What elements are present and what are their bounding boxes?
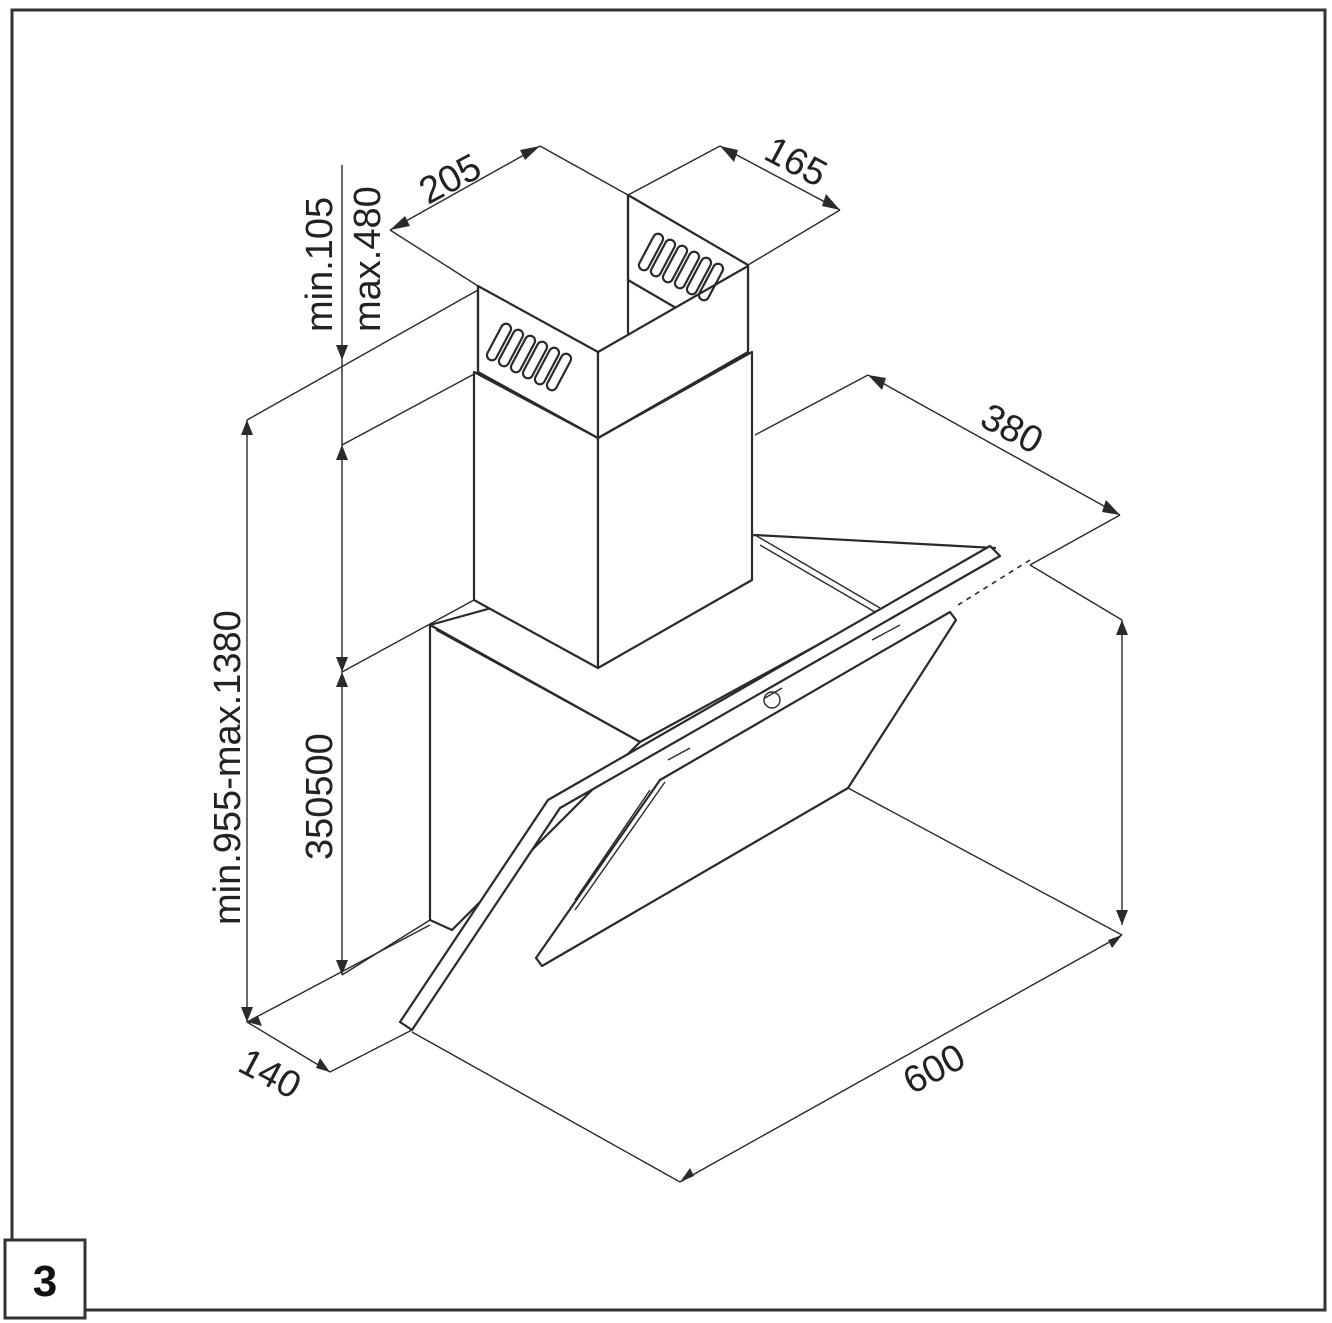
dim-chimney-depth: 165 — [758, 129, 834, 196]
vent-slots-right — [637, 232, 725, 302]
dim-chimney-top-max: max.480 — [347, 186, 389, 332]
range-hood-illustration — [398, 193, 1031, 1032]
dim-chimney-width: 205 — [413, 146, 489, 213]
dimension-lines — [241, 145, 1128, 1183]
dim-hood-width: 600 — [897, 1036, 973, 1103]
vent-slots-left — [485, 322, 573, 392]
dim-total-height: min.955-max.1380 — [207, 610, 249, 925]
dim-hood-depth: 380 — [974, 396, 1050, 463]
figure-number-badge: 3 — [3, 1238, 87, 1320]
dim-chimney-lower: 350500 — [299, 733, 341, 860]
control-knob-icon — [763, 691, 781, 709]
dim-chimney-top-min: min.105 — [299, 197, 341, 332]
figure-number: 3 — [33, 1257, 57, 1306]
lower-chimney-right — [596, 350, 754, 670]
frame-border — [10, 8, 1327, 1312]
